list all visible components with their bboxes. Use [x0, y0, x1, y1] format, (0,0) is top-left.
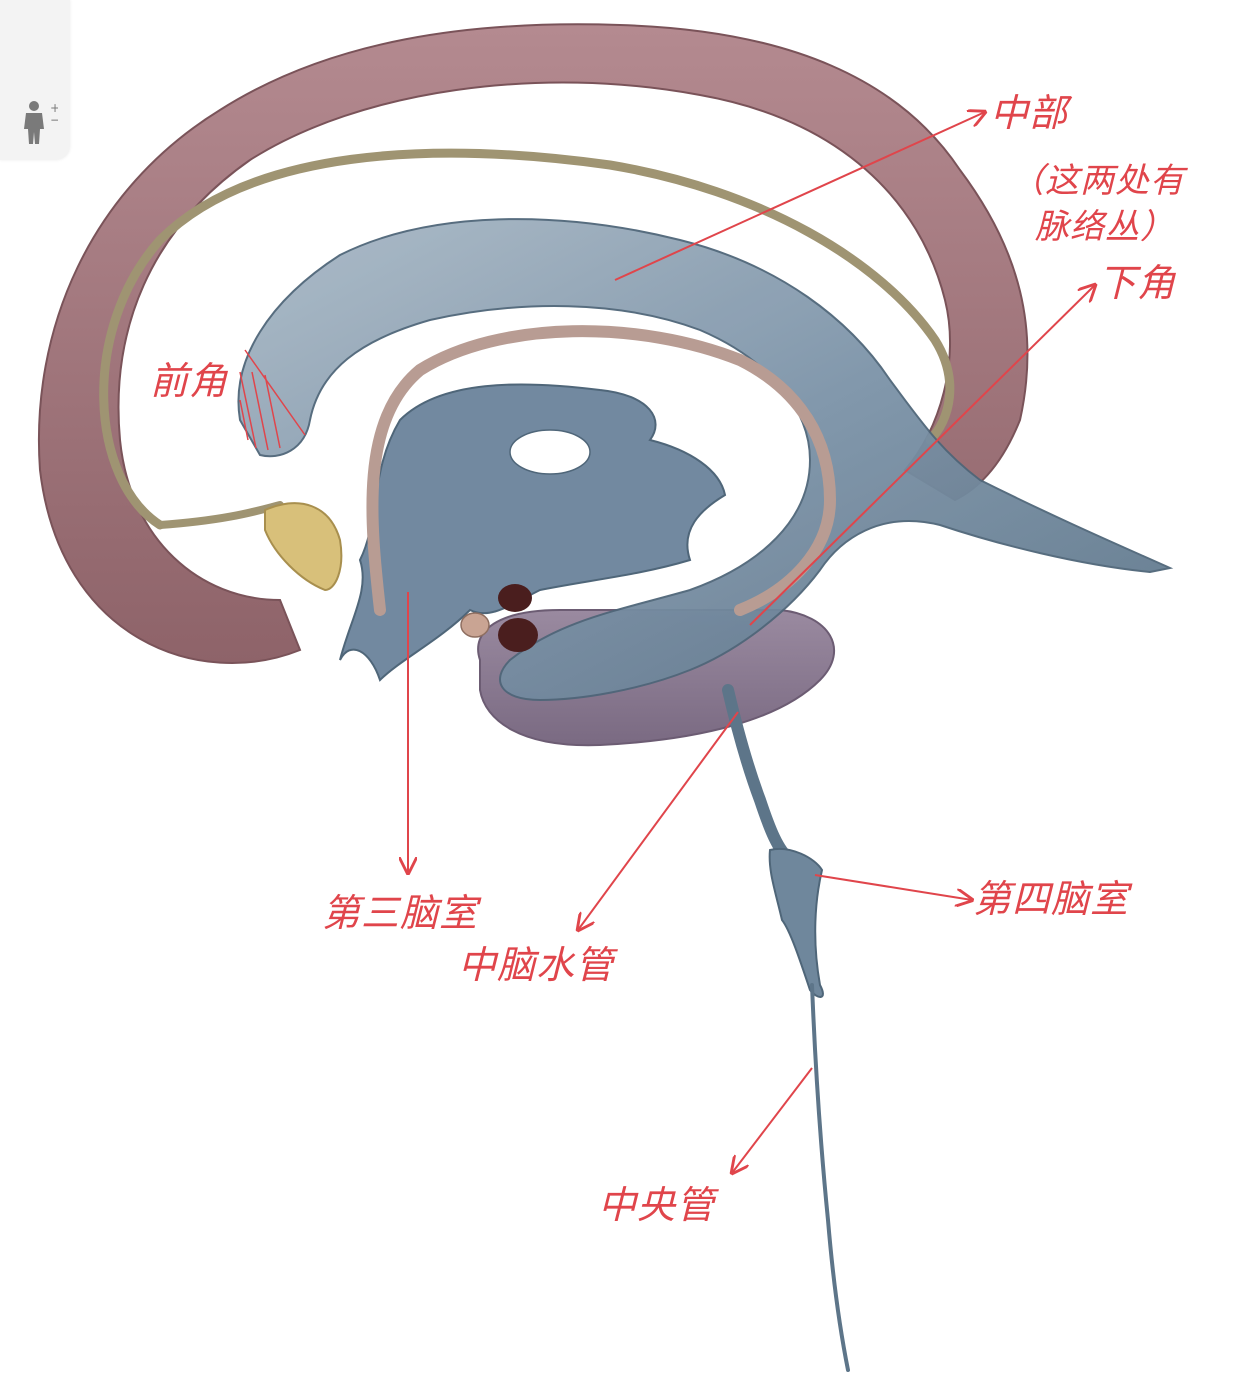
- third-ventricle: [339, 383, 727, 682]
- cortex-arch: [38, 23, 1029, 664]
- label-cerebral-aqueduct: 中脑水管: [458, 943, 615, 987]
- arrow-cerebral-aqueduct: [578, 711, 739, 930]
- human-body-icon: + −: [24, 101, 60, 144]
- plus-sign: +: [50, 101, 58, 115]
- fornix: [99, 148, 955, 530]
- label-third-ventricle: 第三脑室: [322, 891, 479, 935]
- fornix-inner: [156, 501, 284, 529]
- label-inferior-horn: 下角: [1098, 261, 1177, 305]
- mammillary-body: [460, 612, 490, 638]
- label-central-part: 中部: [990, 91, 1069, 135]
- lateral-ventricle: [237, 218, 1174, 702]
- anterior-horn-hatch: [239, 349, 306, 451]
- pineal-nucleus-upper: [498, 584, 532, 612]
- label-anterior-horn: 前角: [150, 359, 229, 403]
- interthalamic-adhesion: [509, 429, 591, 475]
- human-body-toggle[interactable]: + −: [14, 96, 60, 148]
- label-choroid-line2: 脉络丛）: [1035, 207, 1175, 247]
- minus-sign: −: [50, 113, 58, 127]
- label-fourth-ventricle: 第四脑室: [973, 877, 1130, 921]
- central-canal: [810, 983, 850, 1372]
- annotation-arrows: [408, 112, 1095, 1173]
- pineal-nucleus-lower: [498, 618, 538, 652]
- arrow-central-part: [614, 112, 985, 281]
- arrow-fourth-ventricle: [814, 874, 972, 900]
- arrow-inferior-horn: [749, 285, 1095, 626]
- arrow-central-canal: [732, 1067, 813, 1173]
- olfactory-bulb: [264, 502, 343, 592]
- side-panel: + −: [0, 0, 70, 160]
- label-choroid-line1: （这两处有: [1010, 161, 1185, 201]
- stria-terminalis: [366, 325, 837, 616]
- label-central-canal: 中央管: [598, 1183, 716, 1227]
- fourth-ventricle: [768, 847, 824, 998]
